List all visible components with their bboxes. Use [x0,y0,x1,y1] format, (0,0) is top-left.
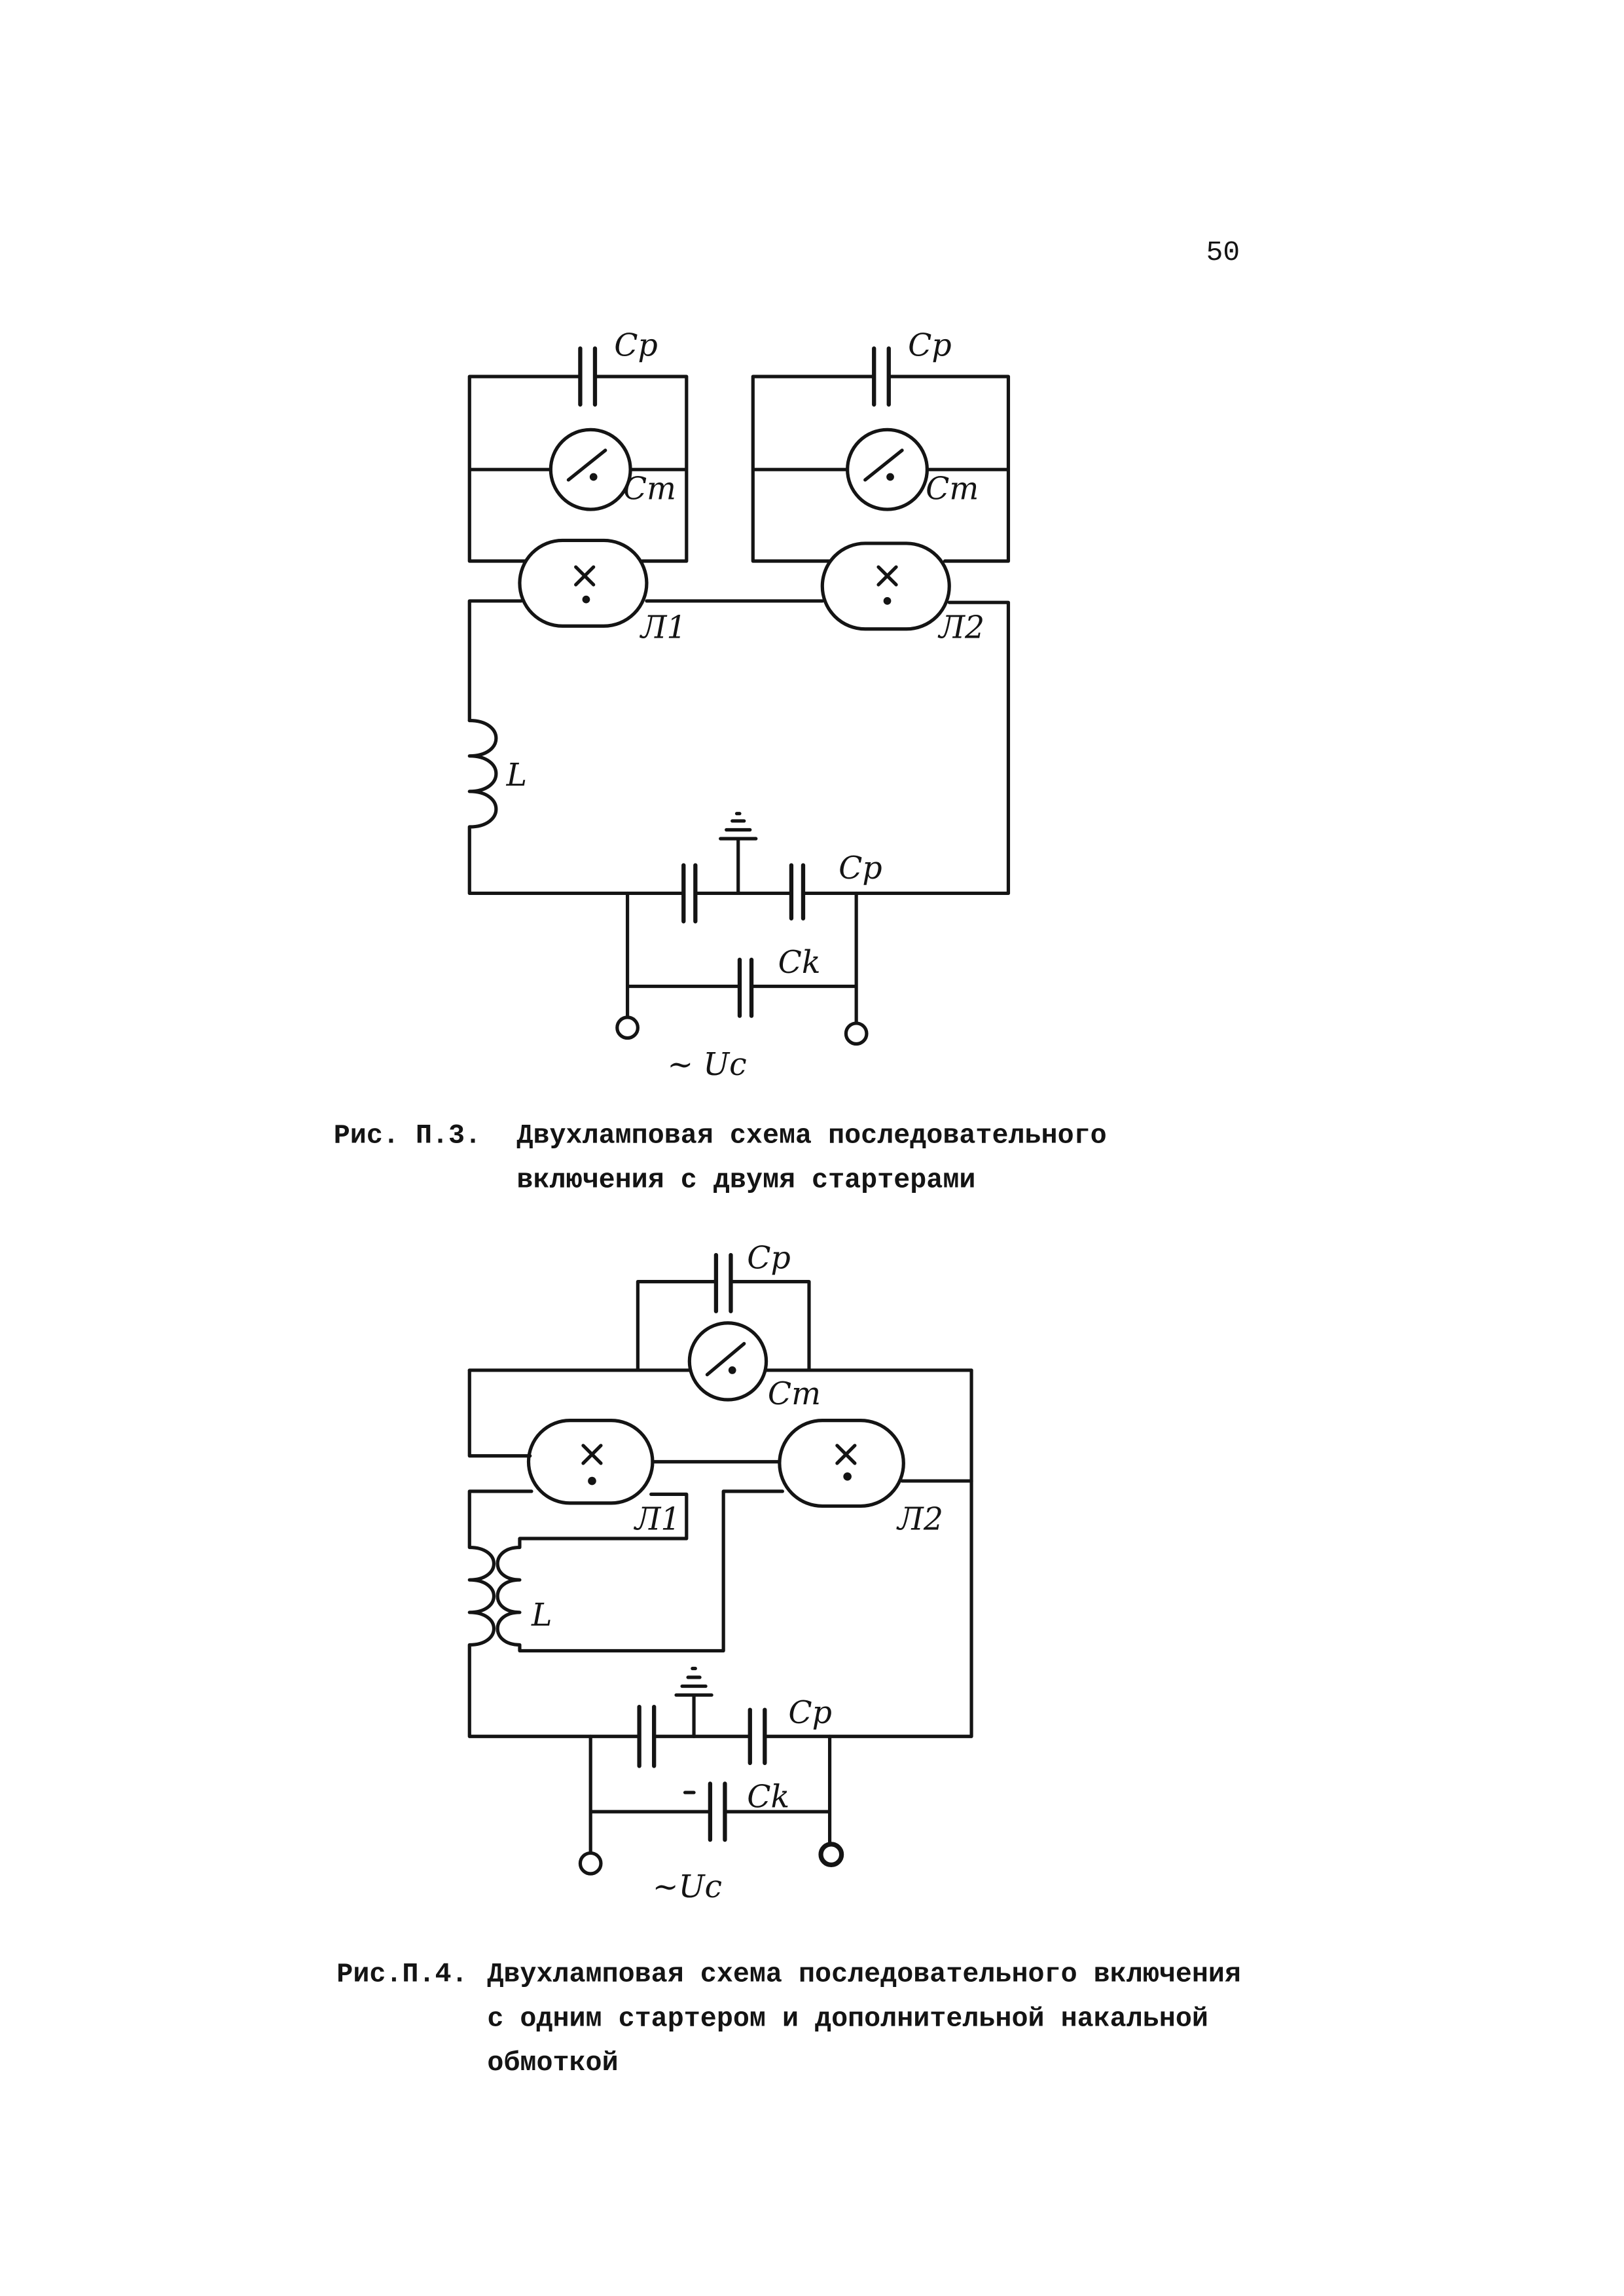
label-lamp-2: Л2 [896,1501,943,1537]
label-ck: Ck [747,1779,789,1815]
capacitor-bottom-left [681,863,698,924]
label-inductor: L [531,1597,552,1633]
capacitor-cp-bottom [789,863,806,920]
label-source: ~ Uc [667,1047,746,1083]
label-lamp-1: Л1 [634,1501,681,1537]
lamp-1 [518,538,649,628]
caption-line: обмоткой [487,2047,618,2079]
terminal-left [615,1015,640,1040]
figure-2-diagram: Cp Cm Л1 Л2 L Cp Ck ~Uc [467,1240,973,1905]
label-lamp-2: Л2 [937,610,984,646]
caption-line: с одним стартером и дополнительной накал… [487,2003,1208,2034]
left-loop-wire [467,599,523,723]
label-lamp-1: Л1 [640,610,687,646]
starter-cm-left [549,428,632,511]
left-block-wiring [467,374,689,563]
left-frame-wire [467,1368,532,1458]
label-cm-left: Cm [623,471,676,507]
figure-1-left-block [467,346,689,628]
capacitor-cp-top [713,1252,733,1313]
caption-line: Двухламповая схема последовательного вкл… [487,1959,1241,1990]
caption-number: Рис. П.3. [334,1120,481,1152]
supply-wiring [588,1734,832,1855]
caption-line: включения с двумя стартерами [516,1164,975,1195]
label-inductor: L [506,757,527,793]
right-block-wiring [751,374,1011,563]
label-cp-right: Cp [908,328,952,364]
label-cm-right: Cm [926,471,979,507]
right-loop-wire [801,600,1011,896]
supply-wiring [625,891,858,1025]
label-cp-top: Cp [747,1240,791,1276]
label-cm: Cm [768,1376,821,1412]
terminal-right [844,1021,869,1046]
figure-1-caption: Рис. П.3. Двухламповая схема последовате… [334,1120,1107,1196]
label-cp-left: Cp [614,328,658,364]
figure-2-caption: Рис.П.4. Двухламповая схема последовател… [336,1959,1241,2079]
capacitor-cp-bottom [748,1707,767,1765]
capacitor-cp-right [872,346,891,407]
capacitor-cp-left [578,346,598,407]
starter-bypass-wiring [636,1280,811,1372]
starter-cm-right [846,428,929,511]
right-frame-wire [763,1368,973,1738]
caption-line: Двухламповая схема последовательного [516,1120,1106,1152]
capacitor-bottom-left [637,1704,657,1768]
caption-number: Рис.П.4. [336,1959,467,1990]
capacitor-ck [708,1781,727,1842]
capacitor-ck [737,957,754,1018]
label-cp-bottom: Cp [788,1695,832,1731]
label-ck: Ck [778,945,821,981]
inductor-l [467,718,685,896]
terminal-left [578,1851,603,1876]
label-source: ~Uc [653,1869,722,1905]
ground-symbol [674,1666,713,1738]
figure-1-right-block [751,346,1011,631]
inductor-l-primary [467,1489,641,1738]
lamp-2 [778,1419,905,1508]
starter-cm [687,1321,768,1402]
ground-symbol [719,812,758,896]
filament-winding [496,1489,784,1653]
lamp-2 [820,541,951,631]
lamp-1 [526,1419,655,1505]
page-number: 50 [1206,236,1240,268]
label-cp-bottom: Cp [839,850,882,886]
figure-1-diagram: Cp Cp Cm Cm Л1 Л2 L Cp Ck ~ Uc [467,328,1011,1083]
terminal-right [818,1842,844,1868]
